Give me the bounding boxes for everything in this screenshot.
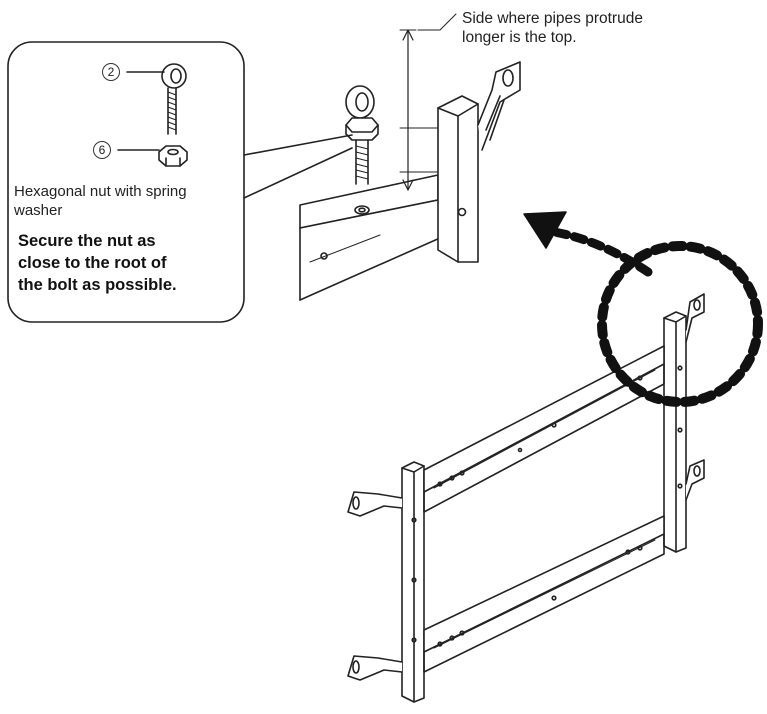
part-number-2-label: 2 [102, 63, 120, 81]
nut-description-line-2: washer [14, 202, 63, 219]
top-side-note-line-2: longer is the top. [462, 29, 577, 46]
highlight-dotted-circle [597, 241, 763, 407]
instruction-line-1: Secure the nut as [18, 232, 156, 250]
nut-description-line-1: Hexagonal nut with spring [14, 183, 187, 200]
full-frame-assembly [347, 293, 705, 703]
nut-description: Hexagonal nut with spring washer [14, 182, 244, 220]
secure-nut-instruction: Secure the nut as close to the root of t… [18, 230, 238, 296]
instruction-line-2: close to the root of [18, 254, 167, 272]
zoom-arrow-head-icon [523, 211, 567, 249]
part-number-6-label: 6 [93, 141, 111, 159]
zoom-leader-lines [243, 134, 353, 199]
inset-callout-box [7, 41, 245, 323]
instruction-line-3: the bolt as possible. [18, 276, 177, 294]
zoom-arrow-dotted-icon [549, 227, 653, 277]
top-side-note-line-1: Side where pipes protrude [462, 10, 643, 27]
top-side-note: Side where pipes protrude longer is the … [462, 9, 762, 47]
bolt-part-2-icon [161, 63, 187, 135]
closeup-frame-detail [299, 13, 521, 301]
hex-nut-part-6-icon [158, 145, 188, 167]
